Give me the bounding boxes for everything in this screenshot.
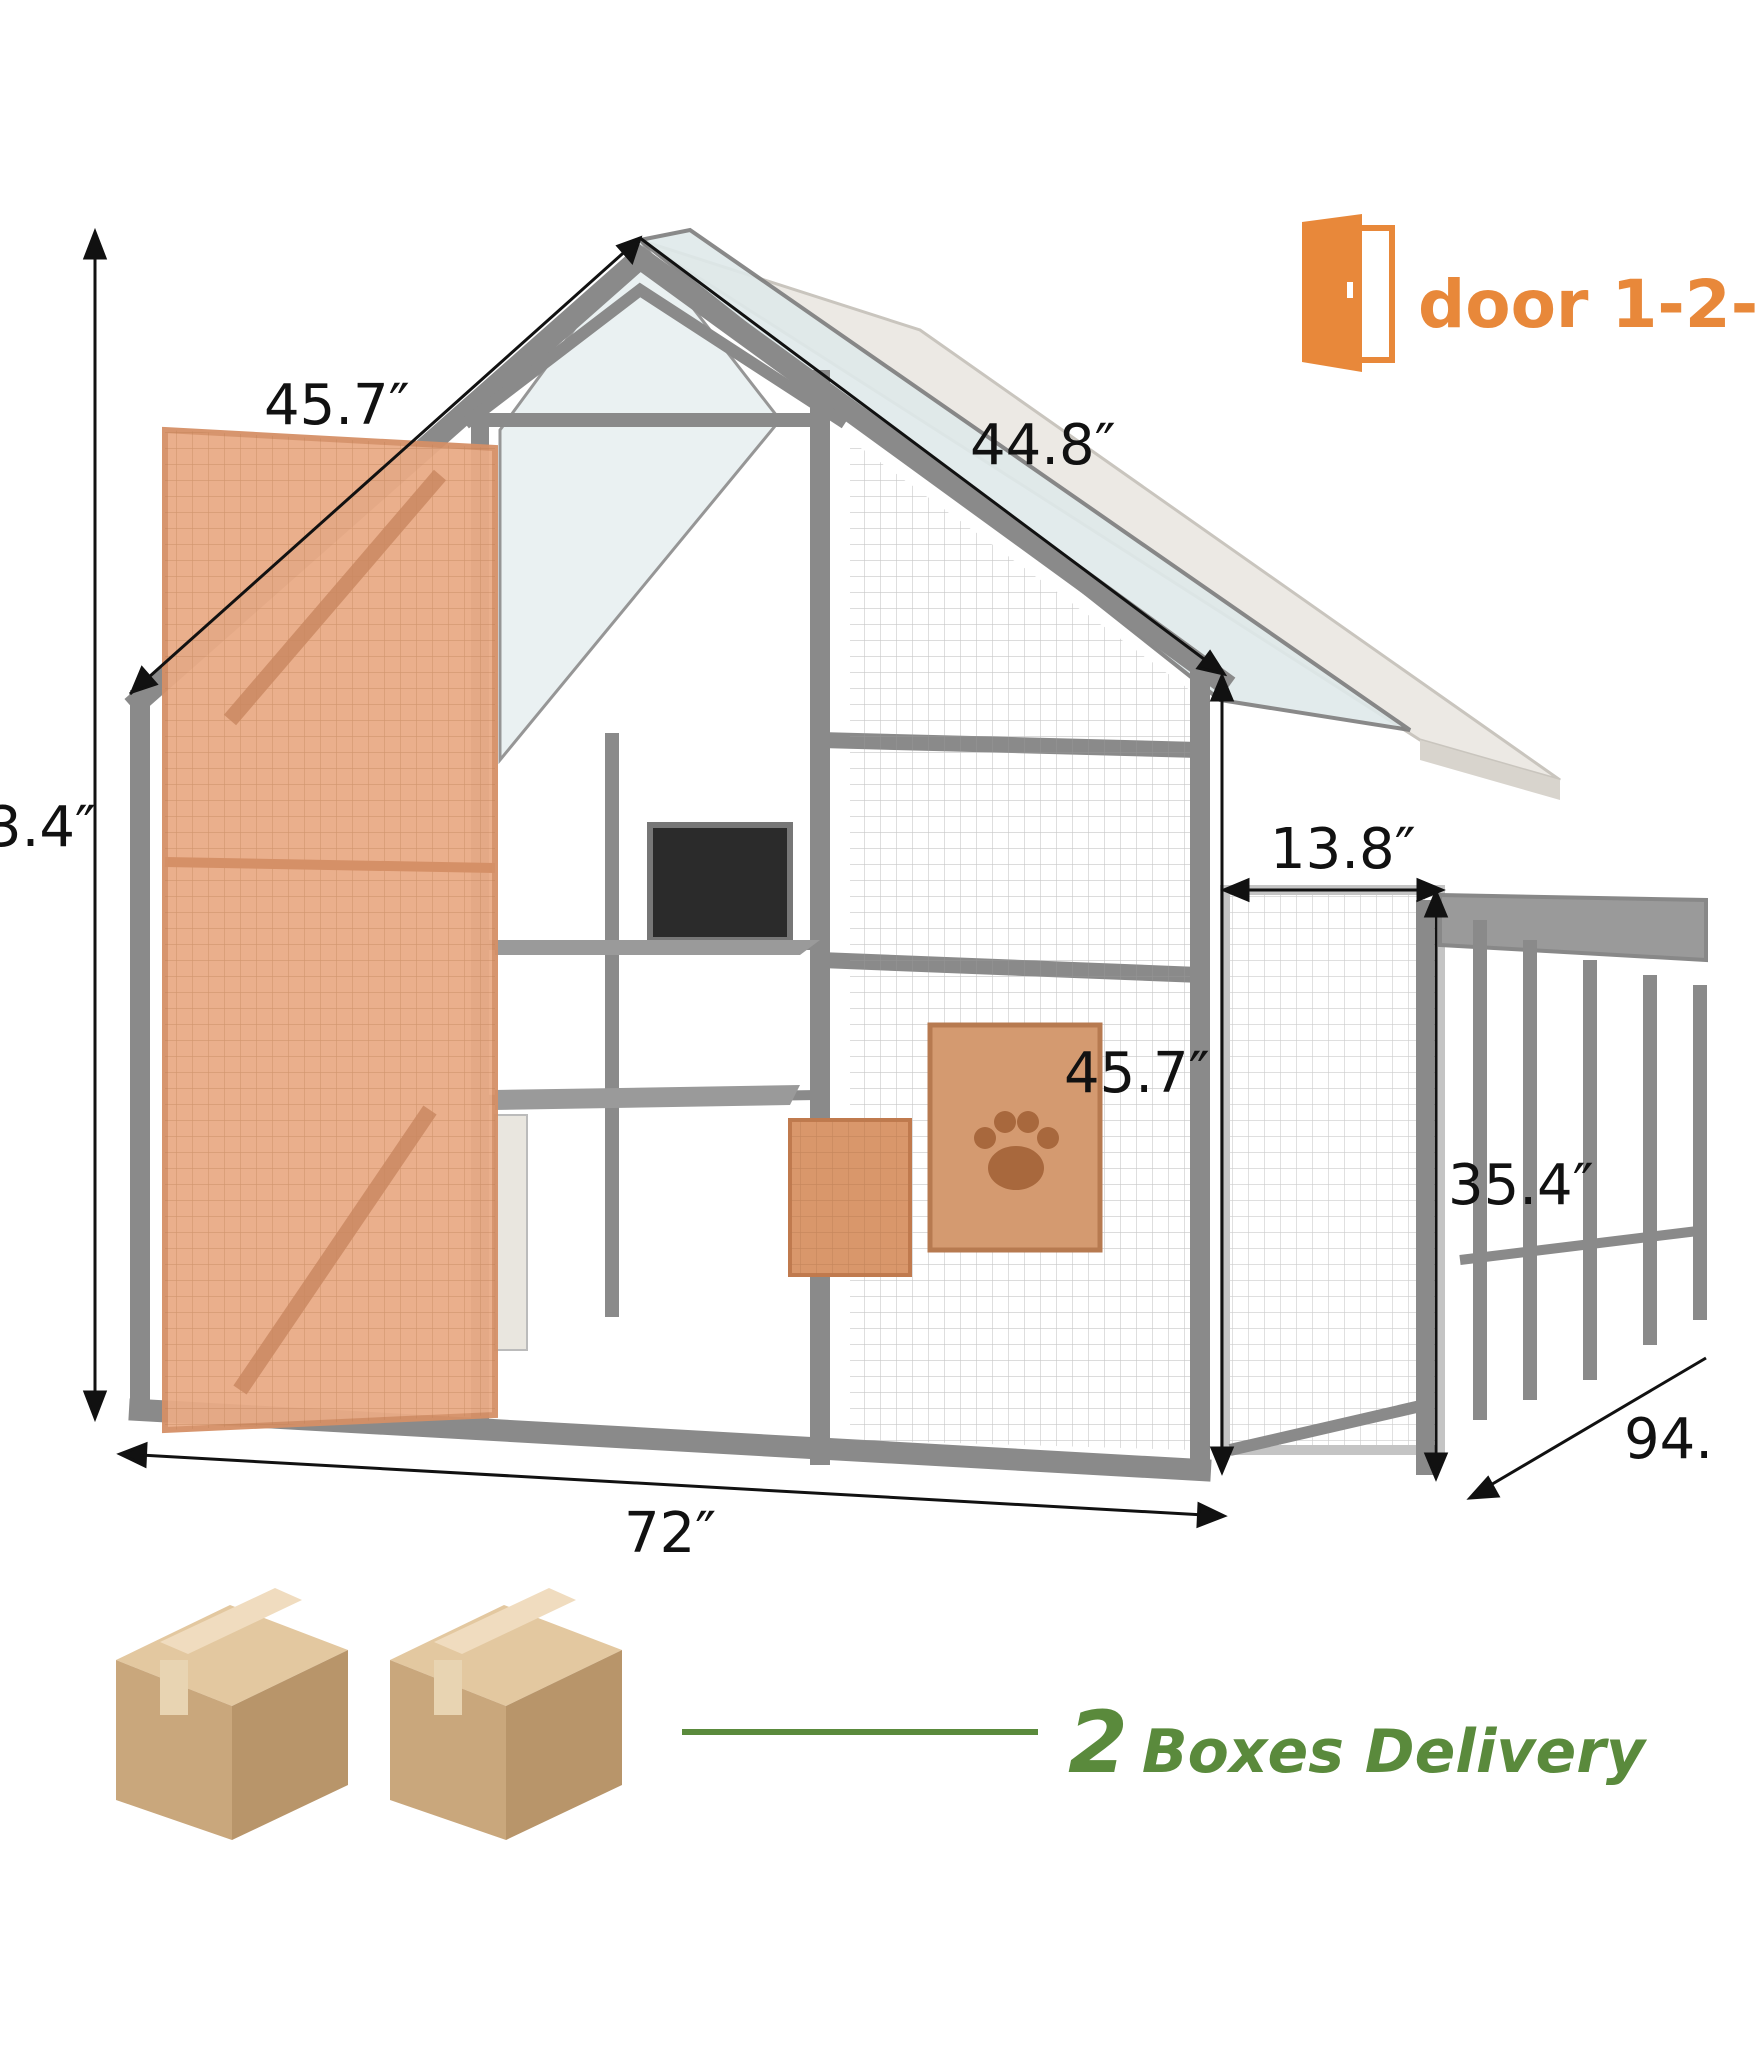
door-icon: [1302, 214, 1395, 372]
dimension-arrows: [82, 227, 1707, 1529]
interior-shelves: [494, 822, 820, 1351]
cardboard-box-icon: [390, 1588, 622, 1840]
paw-icon: [974, 1111, 1059, 1190]
dim-tunnel-width: 13.8″: [1270, 817, 1416, 882]
dim-height-total: 3.4″: [0, 795, 96, 860]
small-doors: [788, 1022, 1103, 1277]
tunnel-extension: [1220, 885, 1708, 1475]
dim-width: 72″: [624, 1501, 717, 1566]
dim-roof-left: 45.7″: [264, 373, 410, 438]
delivery-count: 2: [1068, 1693, 1128, 1793]
dim-roof-right: 44.8″: [970, 413, 1116, 478]
open-door-panel: [162, 426, 498, 1434]
delivery-text: Boxes Delivery: [1141, 1717, 1645, 1787]
door-label: door 1-2-: [1418, 266, 1758, 343]
cardboard-box-icon: [116, 1588, 348, 1840]
catio-illustration: [82, 214, 1708, 1840]
dim-depth: 94.: [1624, 1407, 1714, 1472]
dim-side-height: 45.7″: [1064, 1041, 1210, 1106]
dim-tunnel-height: 35.4″: [1448, 1153, 1594, 1218]
